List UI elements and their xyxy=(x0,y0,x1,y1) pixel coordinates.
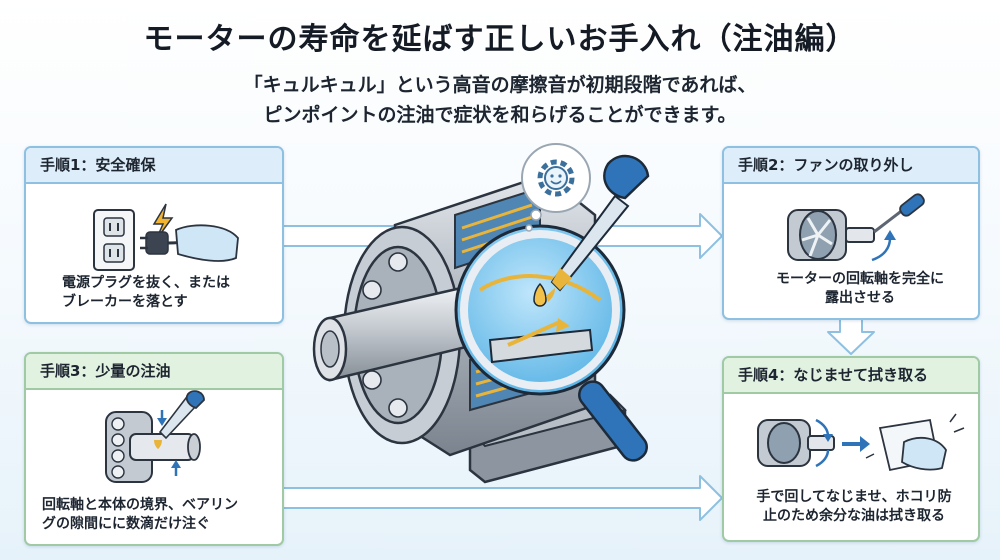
motor-shaft xyxy=(312,284,472,382)
arrow-step2-to-step4 xyxy=(827,315,875,355)
step-2-description: モーターの回転軸を完全に 露出させる xyxy=(760,270,960,308)
step-4-line-1: 手で回してなじませ、ホコリ防 xyxy=(756,489,952,505)
dropper-icon xyxy=(546,154,650,302)
step-3-label: 手順3：少量の注油 xyxy=(26,354,282,390)
step-2-card: 手順2：ファンの取り外し モーターの回転軸を完全に 露出させる xyxy=(722,146,980,320)
page-subtitle: 「キュルキュル」という高音の摩擦音が初期段階であれば、 ピンポイントの注油で症状… xyxy=(0,70,1000,130)
outlet-plug-icon xyxy=(93,203,239,271)
step-4-label: 手順4：なじませて拭き取る xyxy=(724,358,978,394)
rotation-wipe-icon xyxy=(757,413,965,472)
step-4-card: 手順4：なじませて拭き取る 手で回してなじませ、ホコリ防 止のため余分な油は拭き… xyxy=(722,356,980,542)
step-1-card: 手順1：安全確保 電源プラグを抜く、または ブレーカーを落とす xyxy=(24,146,284,324)
subtitle-line-1: 「キュルキュル」という高音の摩擦音が初期段階であれば、 xyxy=(243,74,757,96)
step-2-label: 手順2：ファンの取り外し xyxy=(724,148,978,184)
page-title: モーターの寿命を延ばす正しいお手入れ（注油編） xyxy=(143,22,857,57)
step-3-line-2: グの隙間にに数滴だけ注ぐ xyxy=(42,516,210,532)
step-2-line-2: 露出させる xyxy=(825,290,895,306)
step-3-description: 回転軸と本体の境界、ベアリン グの隙間にに数滴だけ注ぐ xyxy=(42,496,278,534)
step-3-card: 手順3：少量の注油 回転軸と本体の境界、ベアリン グの隙間にに数滴だけ注ぐ xyxy=(24,352,284,546)
gear-smile-icon xyxy=(521,143,591,232)
subtitle-line-2: ピンポイントの注油で症状を和らげることができます。 xyxy=(263,104,737,126)
step-1-label: 手順1：安全確保 xyxy=(26,148,282,184)
step-1-line-2: ブレーカーを落とす xyxy=(62,294,188,310)
arrow-step3-to-step4 xyxy=(279,475,723,521)
step-4-description: 手で回してなじませ、ホコリ防 止のため余分な油は拭き取る xyxy=(744,488,964,526)
step-4-line-2: 止のため余分な油は拭き取る xyxy=(763,508,945,524)
fan-removal-icon xyxy=(787,193,925,262)
screwdriver-icon xyxy=(873,193,925,234)
magnifier-icon xyxy=(454,224,648,462)
step-2-line-1: モーターの回転軸を完全に xyxy=(776,271,944,287)
step-1-description: 電源プラグを抜く、または ブレーカーを落とす xyxy=(62,274,230,312)
cloth-icon xyxy=(865,413,965,472)
step-3-line-1: 回転軸と本体の境界、ベアリン xyxy=(42,497,238,513)
step-1-line-1: 電源プラグを抜く、または xyxy=(62,275,230,291)
dropper-oil-icon xyxy=(105,390,205,483)
